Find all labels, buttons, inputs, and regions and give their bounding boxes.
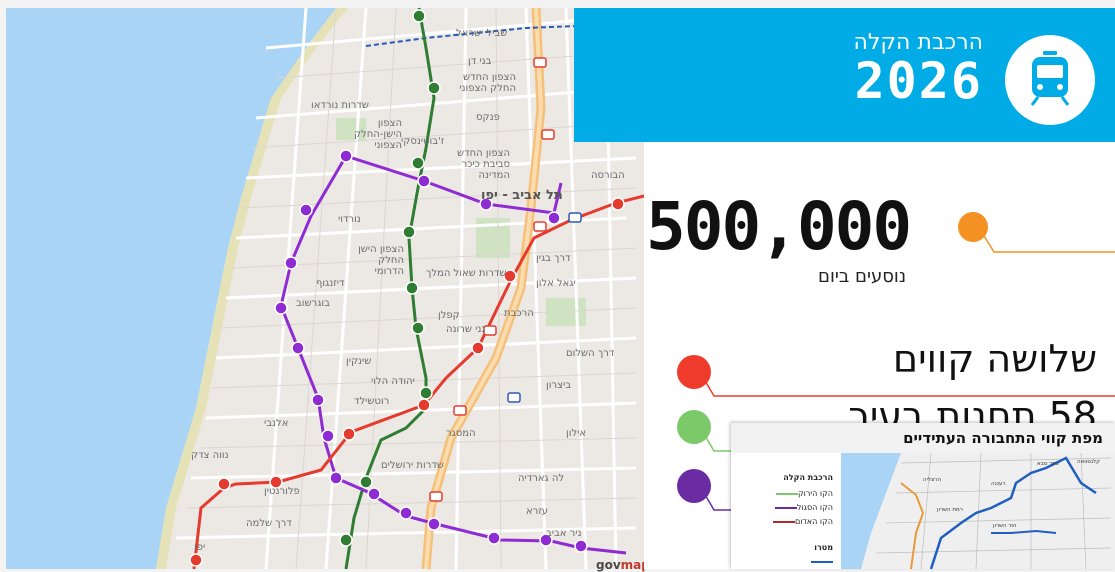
map-label: אלנבי (264, 418, 289, 429)
header-subtitle: הרכבת הקלה (853, 30, 983, 55)
street-grid (175, 7, 637, 570)
inset-place-labels: קלנסוואה כפר סבא רעננה הרצליה רמת השרון … (923, 458, 1100, 529)
map-label: לה גארדיה (518, 473, 565, 484)
map-label: הצפון הישן-החלק הצפוני (353, 118, 402, 151)
map-city-label: תל אביב - יפו (481, 188, 563, 203)
map-label: דרך שלמה (246, 518, 292, 529)
map-label: דרך השלום (566, 348, 615, 359)
lines-title: שלושה קווים (892, 337, 1097, 381)
orange-dot (958, 212, 988, 242)
passengers-label: נוסעים ביום (818, 266, 907, 287)
inset-place-label: רמת השרון (937, 507, 963, 513)
map-label: יפו (194, 542, 206, 553)
map-label: נווה צדק (191, 450, 229, 461)
map-label: שינקין (346, 356, 372, 367)
header-band: הרכבת הקלה 2026 (574, 8, 1115, 142)
inset-place-label: כפר סבא (1037, 461, 1059, 467)
map-label: עזרא (526, 506, 549, 517)
map-label: שדרות נורדאו (311, 100, 369, 111)
map-label: הרכבת (504, 308, 534, 319)
red-dot (677, 355, 711, 389)
inset-place-label: קלנסוואה (1077, 458, 1100, 465)
red-leader-line (699, 371, 1115, 397)
map-label: הצפון החדש החלק הצפוני (459, 72, 516, 94)
map-label: שדרות ירושלים (381, 460, 444, 471)
legend-green: הקו הירוק (772, 489, 833, 501)
legend-red: הקו האדום (769, 517, 833, 529)
map-label: בוגרשוב (296, 298, 330, 309)
map-label: יגאל אלון (536, 278, 576, 289)
stations-title: 58 תחנות בעיר (848, 394, 1097, 438)
red-line-stations (189, 197, 625, 567)
map-label: ביצרון (546, 380, 572, 391)
legend-metro-line (807, 557, 833, 569)
map-label: יהודה הלוי (371, 376, 415, 387)
map-label: פלורנטין (264, 486, 300, 497)
passengers-number: 500,000 (646, 188, 912, 265)
orange-leader-line (977, 225, 1115, 253)
future-transit-map[interactable]: מפת קווי התחבורה העתידיים הרכבת הקלה הקו… (731, 423, 1115, 570)
map-label: גני שרונה (446, 324, 486, 335)
purple-line-stations (274, 149, 588, 553)
map-label: הבורסה (591, 170, 625, 181)
purple-dot (677, 469, 711, 503)
map-label: רוטשילד (354, 396, 390, 407)
inset-metro-line (929, 456, 1097, 570)
map-label: דרך בגין (536, 253, 571, 264)
rail-station-icons (429, 57, 582, 502)
map-label: קפלן (438, 310, 460, 321)
map-label: ניר אביב (546, 528, 582, 539)
legend-heading: הרכבת הקלה (783, 473, 833, 482)
map-label: בני דן (468, 56, 492, 67)
green-line-stations (339, 9, 441, 547)
map-label: נורדוי (338, 214, 361, 225)
legend-metro: מטרו (814, 543, 833, 552)
inset-place-label: הרצליה (923, 476, 941, 483)
inset-legend: הרכבת הקלה הקו הירוק הקו הסגול הקו האדום… (737, 461, 841, 569)
map-label: דיזנגוף (316, 278, 345, 289)
inset-place-label: הוד השרון (993, 523, 1017, 529)
inset-title: מפת קווי התחבורה העתידיים (731, 423, 1115, 453)
map-canvas[interactable] (6, 7, 645, 570)
israel-trail (365, 25, 577, 47)
map-label: פנקס (476, 112, 500, 123)
legend-purple: הקו הסגול (771, 503, 833, 515)
map-label: המסגר (446, 428, 476, 439)
map-label: אילון (566, 428, 587, 439)
map-label: שדרות שאול המלך (426, 268, 507, 279)
header-year: 2026 (854, 52, 983, 110)
street-map[interactable]: שביל ישראל בני דן הצפון החדש החלק הצפוני… (6, 7, 650, 572)
tram-icon (1005, 35, 1095, 125)
map-label: הצפון הישן החלק הדרומי (358, 244, 404, 277)
map-label: שביל ישראל (456, 28, 508, 39)
map-label: הצפון החדש סביבת כיכר המדינה (457, 148, 510, 181)
inset-place-label: רעננה (991, 481, 1006, 487)
govmap-logo: govmap (596, 558, 650, 572)
inset-map-canvas: קלנסוואה כפר סבא רעננה הרצליה רמת השרון … (841, 452, 1115, 570)
map-label: ז'בוטינסקי (401, 136, 445, 147)
red-line (192, 194, 645, 570)
green-dot (677, 410, 711, 444)
